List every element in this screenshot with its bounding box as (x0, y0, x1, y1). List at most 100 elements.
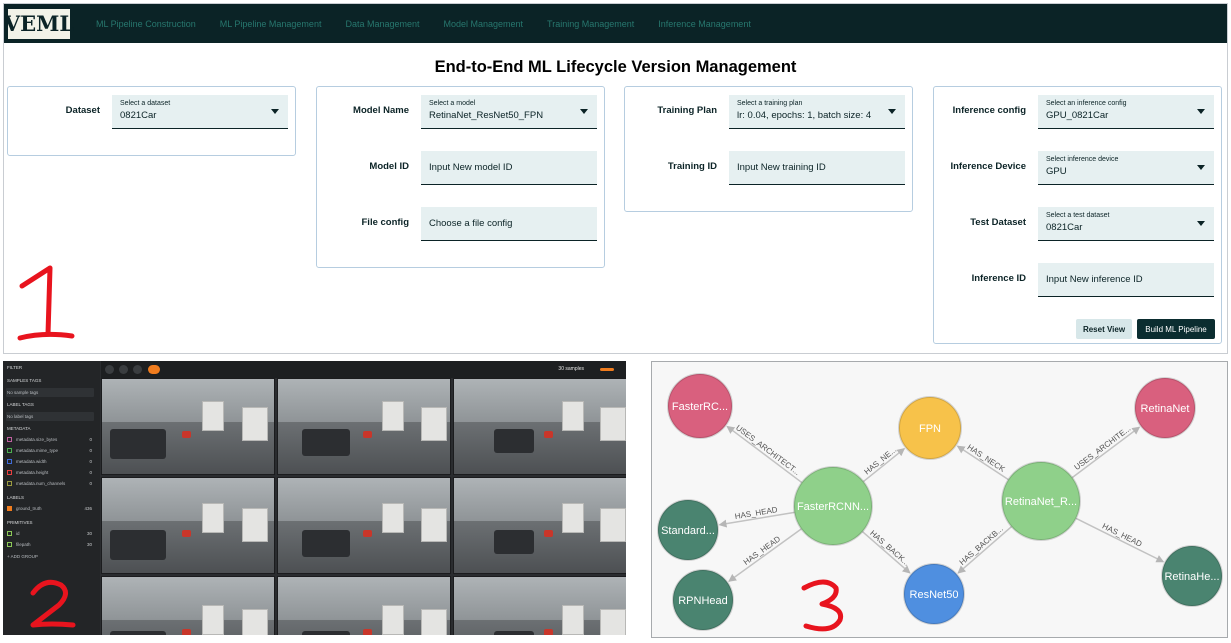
graph-edge[interactable] (1071, 426, 1141, 479)
metadata-item: metadata.mime_type (16, 448, 59, 453)
truck (421, 407, 447, 441)
sample-thumbnail[interactable] (277, 576, 451, 635)
nav-training-management[interactable]: Training Management (547, 18, 635, 29)
graph-node-resnet50[interactable] (903, 563, 965, 625)
inference-config-row: Inference config Select an inference con… (934, 95, 1221, 129)
file-config-input[interactable]: Choose a file config (421, 207, 597, 241)
build-ml-pipeline-button[interactable]: Build ML Pipeline (1137, 319, 1215, 339)
annotation-number-2 (30, 579, 76, 628)
metadata-item: metadata.width (16, 459, 47, 464)
graph-edge[interactable] (862, 448, 906, 483)
inference-id-input[interactable]: Input New inference ID (1038, 263, 1214, 297)
inference-device-hint: Select inference device (1046, 156, 1119, 163)
graph-edge[interactable] (861, 531, 911, 574)
dataset-select[interactable]: Select a dataset 0821Car (112, 95, 288, 129)
model-id-input[interactable]: Input New model ID (421, 151, 597, 185)
training-id-placeholder: Input New training ID (737, 162, 826, 173)
graph-node-retinanet[interactable] (1134, 377, 1196, 439)
graph-node-rpnhead[interactable] (672, 569, 734, 631)
checkbox-icon[interactable] (7, 470, 12, 475)
checkbox-icon[interactable] (7, 506, 12, 511)
model-name-select[interactable]: Select a model RetinaNet_ResNet50_FPN (421, 95, 597, 129)
car (182, 530, 191, 537)
samples-tags-heading[interactable]: SAMPLES TAGS (7, 378, 42, 383)
sample-thumbnail[interactable] (277, 378, 451, 475)
training-id-input[interactable]: Input New training ID (729, 151, 905, 185)
checkbox-icon[interactable] (7, 459, 12, 464)
graph-node-standard[interactable] (657, 499, 719, 561)
graph-edge[interactable] (726, 425, 803, 484)
inference-config-select[interactable]: Select an inference config GPU_0821Car (1038, 95, 1214, 129)
truck (562, 605, 584, 635)
test-dataset-select[interactable]: Select a test dataset 0821Car (1038, 207, 1214, 241)
test-dataset-row: Test Dataset Select a test dataset 0821C… (934, 207, 1221, 241)
checkbox-icon[interactable] (7, 481, 12, 486)
graph-node-label: FPN (919, 423, 941, 435)
sample-thumbnail[interactable] (453, 477, 626, 574)
test-dataset-value: 0821Car (1046, 222, 1083, 233)
sample-thumbnail[interactable] (101, 378, 275, 475)
graph-node-fpn[interactable] (898, 396, 962, 460)
graph-node-label: RetinaNet_R... (1005, 496, 1077, 508)
tag-icon[interactable] (133, 365, 142, 374)
veml-logo[interactable]: VEML (4, 8, 74, 39)
training-plan-hint: Select a training plan (737, 100, 803, 107)
dataset-value: 0821Car (120, 110, 157, 121)
graph-node-fasterrc[interactable] (667, 373, 733, 439)
graph-edge[interactable] (728, 528, 802, 582)
graph-node-label: Standard... (661, 525, 715, 537)
model-name-label: Model Name (353, 105, 409, 116)
checkbox-icon[interactable] (7, 448, 12, 453)
road (454, 421, 626, 474)
label-tags-heading[interactable]: LABEL TAGS (7, 402, 34, 407)
sample-thumbnail[interactable] (101, 477, 275, 574)
sample-thumbnail[interactable] (101, 576, 275, 635)
grid-size-slider[interactable] (600, 368, 614, 371)
nav-ml-pipeline-construction[interactable]: ML Pipeline Construction (96, 18, 196, 29)
sidebar-filter-heading: FILTER (7, 365, 23, 370)
test-dataset-label: Test Dataset (970, 217, 1026, 228)
truck (382, 503, 404, 533)
graph-edge[interactable] (718, 511, 795, 528)
samples-count: 30 samples (558, 366, 584, 372)
sample-thumbnail[interactable] (277, 477, 451, 574)
file-config-placeholder: Choose a file config (429, 218, 513, 229)
sky (454, 478, 626, 524)
car (110, 429, 166, 459)
graph-edge[interactable] (957, 526, 1013, 574)
add-group-button[interactable]: + ADD GROUP (7, 554, 38, 559)
sample-thumbnail[interactable] (453, 378, 626, 475)
car (494, 631, 534, 635)
training-plan-select[interactable]: Select a training plan lr: 0.04, epochs:… (729, 95, 905, 129)
checkbox-icon[interactable] (7, 531, 12, 536)
primitive-count: 30 (86, 542, 92, 547)
nav-model-management[interactable]: Model Management (443, 18, 524, 29)
inference-config-hint: Select an inference config (1046, 100, 1127, 107)
chevron-down-icon (1197, 109, 1205, 114)
inference-device-select[interactable]: Select inference device GPU (1038, 151, 1214, 185)
graph-node-label: RPNHead (678, 595, 728, 607)
graph-node-retinahe[interactable] (1161, 545, 1223, 607)
nav-data-management[interactable]: Data Management (345, 18, 420, 29)
samples-tags-box (6, 388, 94, 397)
graph-edge[interactable] (1075, 517, 1165, 563)
gear-icon[interactable] (119, 365, 128, 374)
graph-edge-label: HAS_BACKB... (958, 524, 1005, 567)
nav-ml-pipeline-management[interactable]: ML Pipeline Management (219, 18, 322, 29)
graph-node-fasterrcnn[interactable] (793, 466, 873, 546)
checkbox-icon[interactable] (7, 437, 12, 442)
checkbox-icon[interactable] (7, 542, 12, 547)
sample-thumbnail[interactable] (453, 576, 626, 635)
nav-inference-management[interactable]: Inference Management (658, 18, 751, 29)
chevron-down-icon (1197, 221, 1205, 226)
graph-node-label: FasterRC... (672, 401, 728, 413)
car (544, 431, 553, 438)
car (302, 631, 350, 635)
graph-edge[interactable] (956, 445, 1009, 481)
reset-view-button[interactable]: Reset View (1076, 319, 1132, 339)
file-config-label: File config (361, 217, 410, 228)
graph-node-retinanet_r[interactable] (1001, 461, 1081, 541)
back-icon[interactable] (105, 365, 114, 374)
car (544, 530, 553, 537)
patches-icon[interactable] (148, 365, 160, 374)
